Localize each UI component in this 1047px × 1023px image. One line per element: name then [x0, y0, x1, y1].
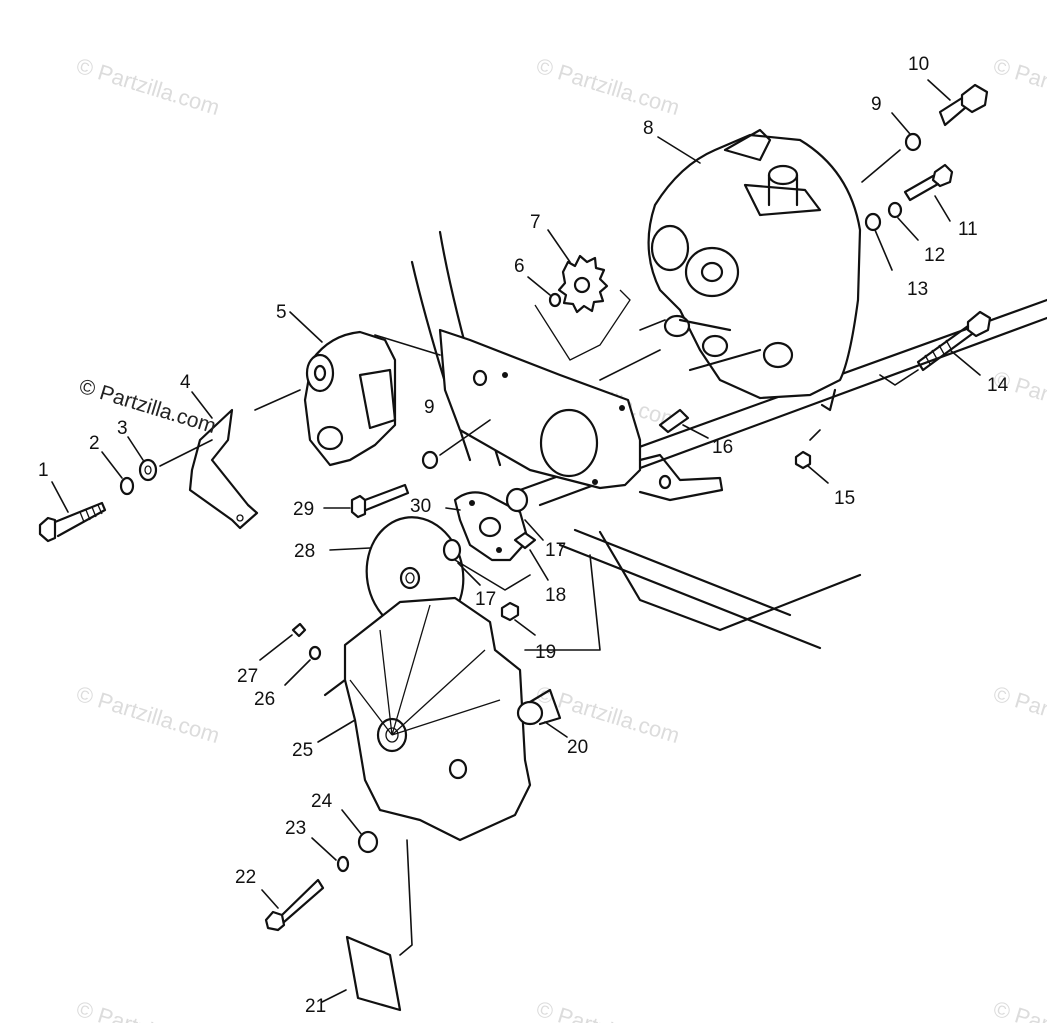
- washer-part-3: [138, 458, 158, 482]
- callout-27: 27: [237, 666, 258, 687]
- watermark: © Partzilla.com: [991, 996, 1047, 1023]
- callout-30: 30: [410, 496, 431, 517]
- watermark: © Partzilla.com: [74, 996, 223, 1023]
- callout-6: 6: [514, 256, 525, 277]
- callout-17: 17: [545, 540, 566, 561]
- callout-10: 10: [908, 54, 929, 75]
- brand-watermark: © Partzilla.com: [77, 375, 219, 438]
- screw-part-27: [291, 622, 307, 638]
- watermark: © Partzilla.com: [534, 681, 683, 748]
- callout-1: 1: [38, 460, 49, 481]
- watermark: © Partzilla.com: [534, 53, 683, 120]
- lock-part-18: [513, 531, 537, 550]
- bearing-housing-part-5: [303, 330, 397, 467]
- bolt-part-29: [350, 483, 410, 519]
- callout-9: 9: [871, 94, 882, 115]
- bolt-part-22: [264, 878, 325, 932]
- watermark: © Partzilla.com: [991, 53, 1047, 120]
- bolt-part-11: [903, 163, 954, 202]
- callout-12: 12: [924, 245, 945, 266]
- watermark: © Partzilla.com: [74, 53, 223, 120]
- watermark: © Partzilla.com: [534, 996, 683, 1023]
- callout-15: 15: [834, 488, 855, 509]
- callout-28: 28: [294, 541, 315, 562]
- callout-21: 21: [305, 996, 326, 1017]
- callout-labels: 1 2 3 4 5 6 7 8 9 10 11 12 13 14 15 16 1…: [38, 54, 1009, 1017]
- callout-2: 2: [89, 433, 100, 454]
- callout-29: 29: [293, 499, 314, 520]
- spacer-part-20: [516, 700, 544, 726]
- washer-part-13: [864, 212, 882, 232]
- callout-11: 11: [958, 219, 978, 240]
- callout-4: 4: [180, 372, 191, 393]
- washer-part-26: [308, 645, 322, 661]
- callout-23: 23: [285, 818, 306, 839]
- caliper-plate-part-30: [453, 491, 530, 562]
- washer-part-23: [336, 855, 350, 873]
- watermark: © Partzilla.com: [74, 681, 223, 748]
- watermark-layer: © Partzilla.com © Partzilla.com © Partzi…: [74, 53, 1047, 1023]
- bracket-part-4: [188, 408, 259, 530]
- callout-17-b: 17: [475, 589, 496, 610]
- watermark: © Partzilla.com: [991, 681, 1047, 748]
- callout-7: 7: [530, 212, 541, 233]
- bolt-part-16: [658, 408, 690, 434]
- washer-part-12: [887, 201, 903, 219]
- washer-part-24: [357, 830, 379, 854]
- bolt-part-1: [38, 501, 107, 543]
- washer-part-2: [119, 476, 135, 496]
- callout-25: 25: [292, 740, 313, 761]
- mounting-plate: [438, 328, 724, 502]
- callout-20: 20: [567, 737, 588, 758]
- bearing-part-17b: [442, 538, 462, 562]
- callout-24: 24: [311, 791, 333, 812]
- callout-18: 18: [545, 585, 566, 606]
- nut-part-15: [794, 450, 812, 470]
- callout-16: 16: [712, 437, 733, 458]
- callout-5: 5: [276, 302, 287, 323]
- callout-14: 14: [987, 375, 1009, 396]
- callout-9-b: 9: [424, 397, 435, 418]
- decal-part-21: [345, 935, 402, 1012]
- nut-part-19: [500, 601, 520, 622]
- callout-22: 22: [235, 867, 256, 888]
- gearcase-part-8: [647, 128, 862, 412]
- callout-3: 3: [117, 418, 128, 439]
- callout-26: 26: [254, 689, 275, 710]
- callout-13: 13: [907, 279, 928, 300]
- callout-19: 19: [535, 642, 556, 663]
- key-part-6: [548, 292, 562, 308]
- washer-part-9b: [421, 450, 439, 470]
- washer-part-9: [904, 132, 922, 152]
- bolt-part-10: [938, 83, 989, 127]
- chain-guard-part-25: [323, 596, 532, 842]
- sprocket-part-7: [557, 254, 609, 314]
- leader-lines: [51, 79, 981, 1003]
- bearing-part-17: [505, 487, 529, 513]
- bolt-part-14: [916, 310, 992, 372]
- callout-8: 8: [643, 118, 654, 139]
